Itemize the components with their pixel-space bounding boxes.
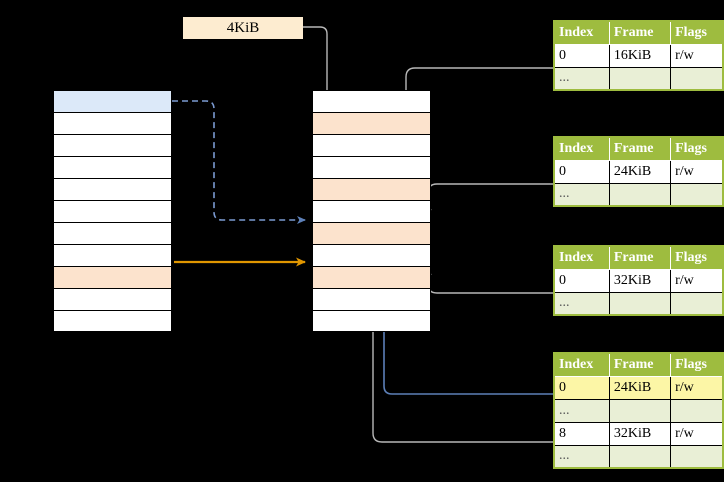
page-table-4-row-3-frame	[608, 444, 672, 469]
virtual-memory-cell-3	[53, 156, 172, 178]
page-table-4-row-1[interactable]: ...	[553, 398, 724, 423]
page-table-2-row-0-index: 0	[553, 159, 610, 184]
page-table-1-row-1-flags	[670, 66, 724, 91]
page-table-2-row-1[interactable]: ...	[553, 182, 724, 207]
page-table-2-header-index: Index	[553, 136, 610, 161]
page-table-4-row-0-frame: 24KiB	[608, 375, 672, 400]
connector-ptable3-row0	[424, 267, 553, 294]
page-table-4-row-3[interactable]: ...	[553, 444, 724, 469]
page-table-2-header-flags: Flags	[670, 136, 724, 161]
page-table-4-header-frame: Frame	[608, 352, 672, 377]
physical-memory-cell-5	[312, 200, 431, 222]
virtual-memory-cell-9	[53, 288, 172, 310]
virtual-memory-cell-7	[53, 244, 172, 266]
virtual-memory-column	[53, 90, 172, 332]
connector-virtual-blue-dashed	[172, 100, 306, 224]
page-table-1-row-0-frame: 16KiB	[608, 43, 672, 68]
page-table-2-row-0-frame: 24KiB	[608, 159, 672, 184]
page-table-1-row-1[interactable]: ...	[553, 66, 724, 91]
page-table-3-row-1-frame	[608, 291, 672, 316]
page-table-2-row-1-frame	[608, 182, 672, 207]
page-table-4-header-index: Index	[553, 352, 610, 377]
page-table-4-row-0-index: 0	[553, 375, 610, 400]
page-table-1-header-index: Index	[553, 20, 610, 45]
page-table-4-row-3-index: ...	[553, 444, 610, 469]
page-table-2-row-1-index: ...	[553, 182, 610, 207]
page-table-3-row-0-index: 0	[553, 268, 610, 293]
page-table-1-row-1-frame	[608, 66, 672, 91]
label-box-4kib: 4KiB	[183, 17, 303, 39]
physical-memory-column	[312, 90, 431, 332]
physical-memory-cell-2	[312, 134, 431, 156]
page-table-3-row-0-frame: 32KiB	[608, 268, 672, 293]
physical-memory-cell-3	[312, 156, 431, 178]
page-table-2-row-0-flags: r/w	[670, 159, 724, 184]
physical-memory-cell-10	[312, 310, 431, 332]
physical-memory-cell-1	[312, 112, 431, 134]
page-table-1-row-0-flags: r/w	[670, 43, 724, 68]
virtual-memory-cell-10	[53, 310, 172, 332]
page-table-1-row-1-index: ...	[553, 66, 610, 91]
page-table-4-row-1-flags	[670, 398, 724, 423]
virtual-memory-cell-1	[53, 112, 172, 134]
page-table-1-row-0-index: 0	[553, 43, 610, 68]
page-table-1-header-frame: Frame	[608, 20, 672, 45]
page-table-4-row-2-frame: 32KiB	[608, 421, 672, 446]
physical-memory-cell-9	[312, 288, 431, 310]
page-table-4-header-flags: Flags	[670, 352, 724, 377]
page-table-1-header-flags: Flags	[670, 20, 724, 45]
physical-memory-cell-4	[312, 178, 431, 200]
page-table-3-header-flags: Flags	[670, 245, 724, 270]
page-table-3-header-frame: Frame	[608, 245, 672, 270]
page-table-3-row-0-flags: r/w	[670, 268, 724, 293]
page-table-2-row-1-flags	[670, 182, 724, 207]
page-table-4-row-1-index: ...	[553, 398, 610, 423]
page-table-4-row-0-flags: r/w	[670, 375, 724, 400]
page-table-4-row-1-frame	[608, 398, 672, 423]
page-table-4-row-3-flags	[670, 444, 724, 469]
page-table-3-row-1-flags	[670, 291, 724, 316]
virtual-memory-cell-0	[53, 90, 172, 112]
page-table-2-header-frame: Frame	[608, 136, 672, 161]
page-table-3-header-index: Index	[553, 245, 610, 270]
virtual-memory-cell-8	[53, 266, 172, 288]
virtual-memory-cell-6	[53, 222, 172, 244]
virtual-memory-cell-2	[53, 134, 172, 156]
physical-memory-cell-6	[312, 222, 431, 244]
virtual-memory-cell-4	[53, 178, 172, 200]
virtual-memory-cell-5	[53, 200, 172, 222]
label-box-text: 4KiB	[226, 20, 260, 36]
page-table-3-row-1-index: ...	[553, 291, 610, 316]
connector-ptable2-row0	[424, 183, 553, 217]
physical-memory-cell-0	[312, 90, 431, 112]
page-table-4-row-2-flags: r/w	[670, 421, 724, 446]
page-table-3-row-1[interactable]: ...	[553, 291, 724, 316]
physical-memory-cell-8	[312, 266, 431, 288]
physical-memory-cell-7	[312, 244, 431, 266]
page-table-4-row-2-index: 8	[553, 421, 610, 446]
